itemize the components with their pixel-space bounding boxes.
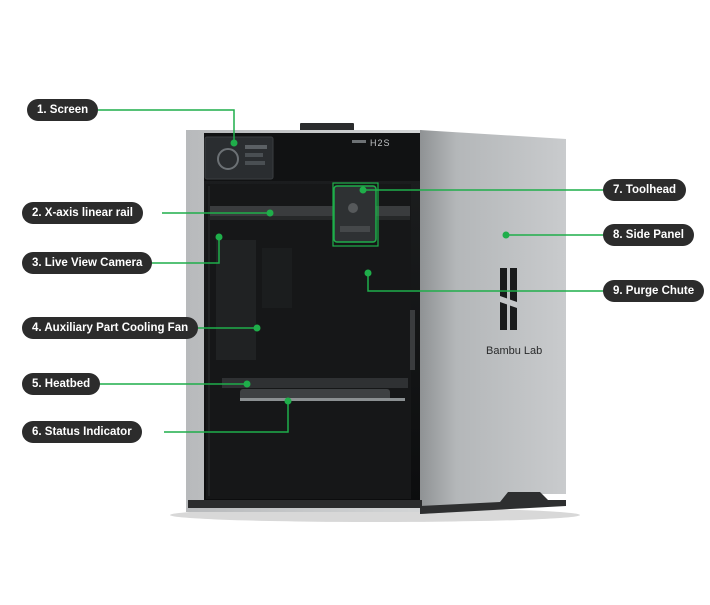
toolhead-vent bbox=[340, 226, 370, 232]
callout-dot-x-axis-linear-rail bbox=[266, 209, 274, 217]
model-badge: H2S bbox=[370, 138, 391, 148]
callout-dot-purge-chute bbox=[364, 269, 372, 277]
callout-dot-auxiliary-part-cooling-fan bbox=[253, 324, 261, 332]
toolhead-nozzle bbox=[348, 203, 358, 213]
screen-ui-bar bbox=[245, 161, 265, 165]
callout-lines bbox=[98, 109, 606, 433]
callout-line-purge-chute bbox=[367, 273, 606, 292]
badge-mark bbox=[352, 140, 366, 143]
bambu-lab-logo bbox=[500, 268, 517, 330]
toolhead-body bbox=[333, 185, 377, 243]
label-screen: 1. Screen bbox=[27, 99, 99, 121]
callout-line-live-view-camera bbox=[150, 237, 220, 264]
callout-dots bbox=[215, 139, 510, 405]
label-live-view-camera: 3. Live View Camera bbox=[22, 252, 153, 274]
interior-part bbox=[262, 248, 292, 308]
label-x-axis-linear-rail: 2. X-axis linear rail bbox=[22, 202, 144, 224]
label-auxiliary-part-cooling-fan: 4. Auxiliary Part Cooling Fan bbox=[22, 317, 199, 339]
callout-dot-live-view-camera bbox=[215, 233, 223, 241]
side-foot bbox=[420, 492, 566, 514]
label-side-panel: 8. Side Panel bbox=[603, 224, 694, 246]
callout-dot-toolhead bbox=[359, 186, 367, 194]
callout-dot-side-panel bbox=[502, 231, 510, 239]
status-light-bar bbox=[240, 398, 405, 401]
brand-text: Bambu Lab bbox=[486, 345, 542, 357]
toolhead-highlight bbox=[332, 182, 379, 247]
screen-ui-bar bbox=[245, 153, 263, 157]
screen-display bbox=[204, 136, 274, 180]
screen-dial bbox=[217, 148, 239, 170]
callout-line-screen bbox=[98, 109, 235, 141]
front-foot bbox=[188, 500, 422, 508]
x-axis-rail-shadow bbox=[210, 216, 410, 220]
label-purge-chute: 9. Purge Chute bbox=[603, 280, 705, 302]
callout-line-status-indicator bbox=[164, 401, 289, 433]
top-handle bbox=[300, 123, 354, 131]
callout-dot-status-indicator bbox=[284, 397, 292, 405]
callout-dot-heatbed bbox=[243, 380, 251, 388]
label-heatbed: 5. Heatbed bbox=[22, 373, 101, 395]
heatbed-plate bbox=[222, 378, 408, 388]
x-axis-rail bbox=[210, 206, 410, 216]
label-status-indicator: 6. Status Indicator bbox=[22, 421, 142, 443]
cooling-fan-housing bbox=[216, 240, 256, 360]
label-toolhead: 7. Toolhead bbox=[603, 179, 687, 201]
callout-dot-screen bbox=[230, 139, 238, 147]
screen-ui-bar bbox=[245, 145, 267, 149]
side-panel-body bbox=[420, 130, 566, 514]
door-handle bbox=[410, 310, 415, 370]
